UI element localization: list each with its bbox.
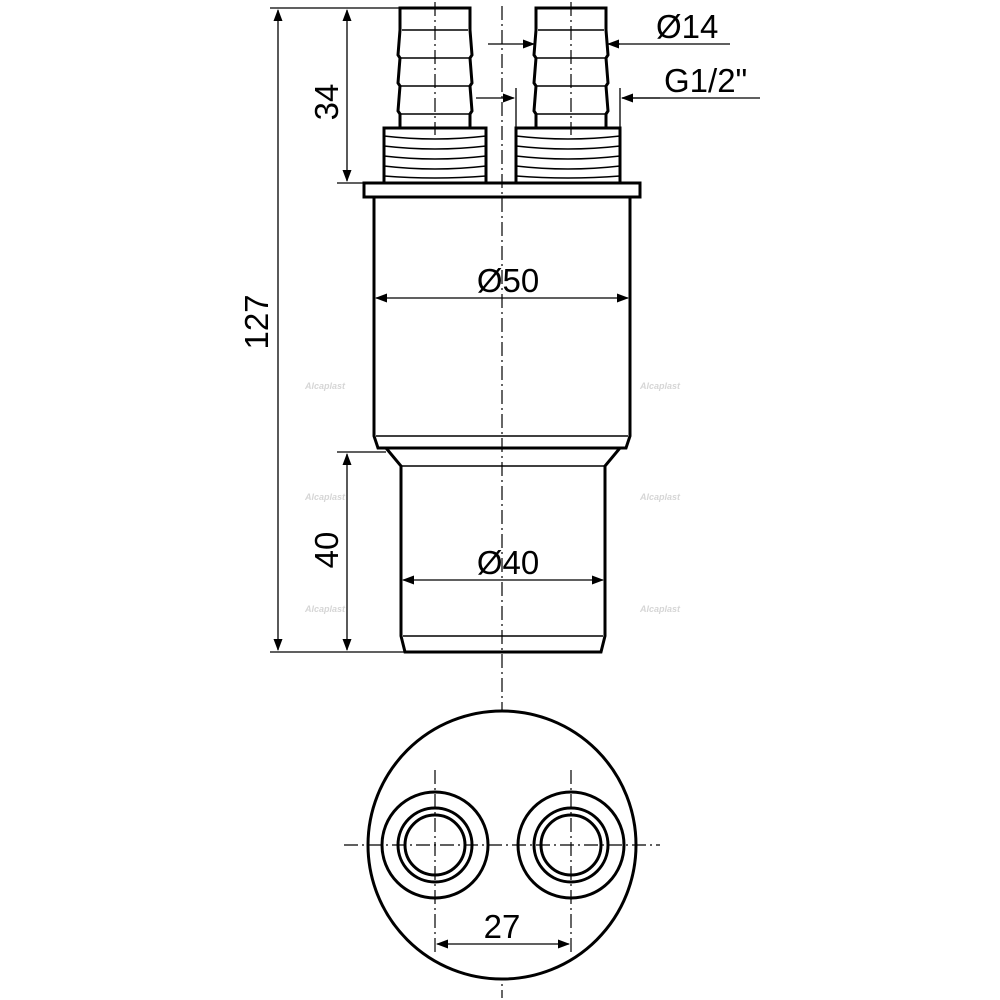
hose-length-label: 34 xyxy=(308,84,345,121)
dim-nozzle-spacing: 27 xyxy=(436,908,570,949)
dim-outlet-length: 40 xyxy=(308,451,386,651)
dim-hose-diameter: Ø14 xyxy=(488,8,730,49)
dim-body-diameter: Ø50 xyxy=(375,262,629,303)
watermark: Alcaplast xyxy=(304,604,346,614)
watermark: Alcaplast xyxy=(304,492,346,502)
right-thread xyxy=(514,126,622,185)
left-thread xyxy=(382,126,488,185)
dim-outlet-diameter: Ø40 xyxy=(402,544,604,585)
outlet-pipe xyxy=(382,446,624,654)
watermark: Alcaplast xyxy=(639,604,681,614)
outlet-length-label: 40 xyxy=(308,532,345,569)
thread-label: G1/2" xyxy=(664,62,747,99)
overall-height-label: 127 xyxy=(238,294,275,349)
watermark: Alcaplast xyxy=(639,492,681,502)
nozzle-spacing-label: 27 xyxy=(484,908,521,945)
dim-hose-length: 34 xyxy=(308,8,364,184)
dim-overall-height: 127 xyxy=(238,7,405,653)
body-diameter-label: Ø50 xyxy=(477,262,539,299)
outlet-diameter-label: Ø40 xyxy=(477,544,539,581)
dim-thread: G1/2" xyxy=(476,62,760,128)
top-view xyxy=(344,709,660,981)
watermark: Alcaplast xyxy=(304,381,346,391)
watermark: Alcaplast xyxy=(639,381,681,391)
hose-diameter-label: Ø14 xyxy=(656,8,718,45)
